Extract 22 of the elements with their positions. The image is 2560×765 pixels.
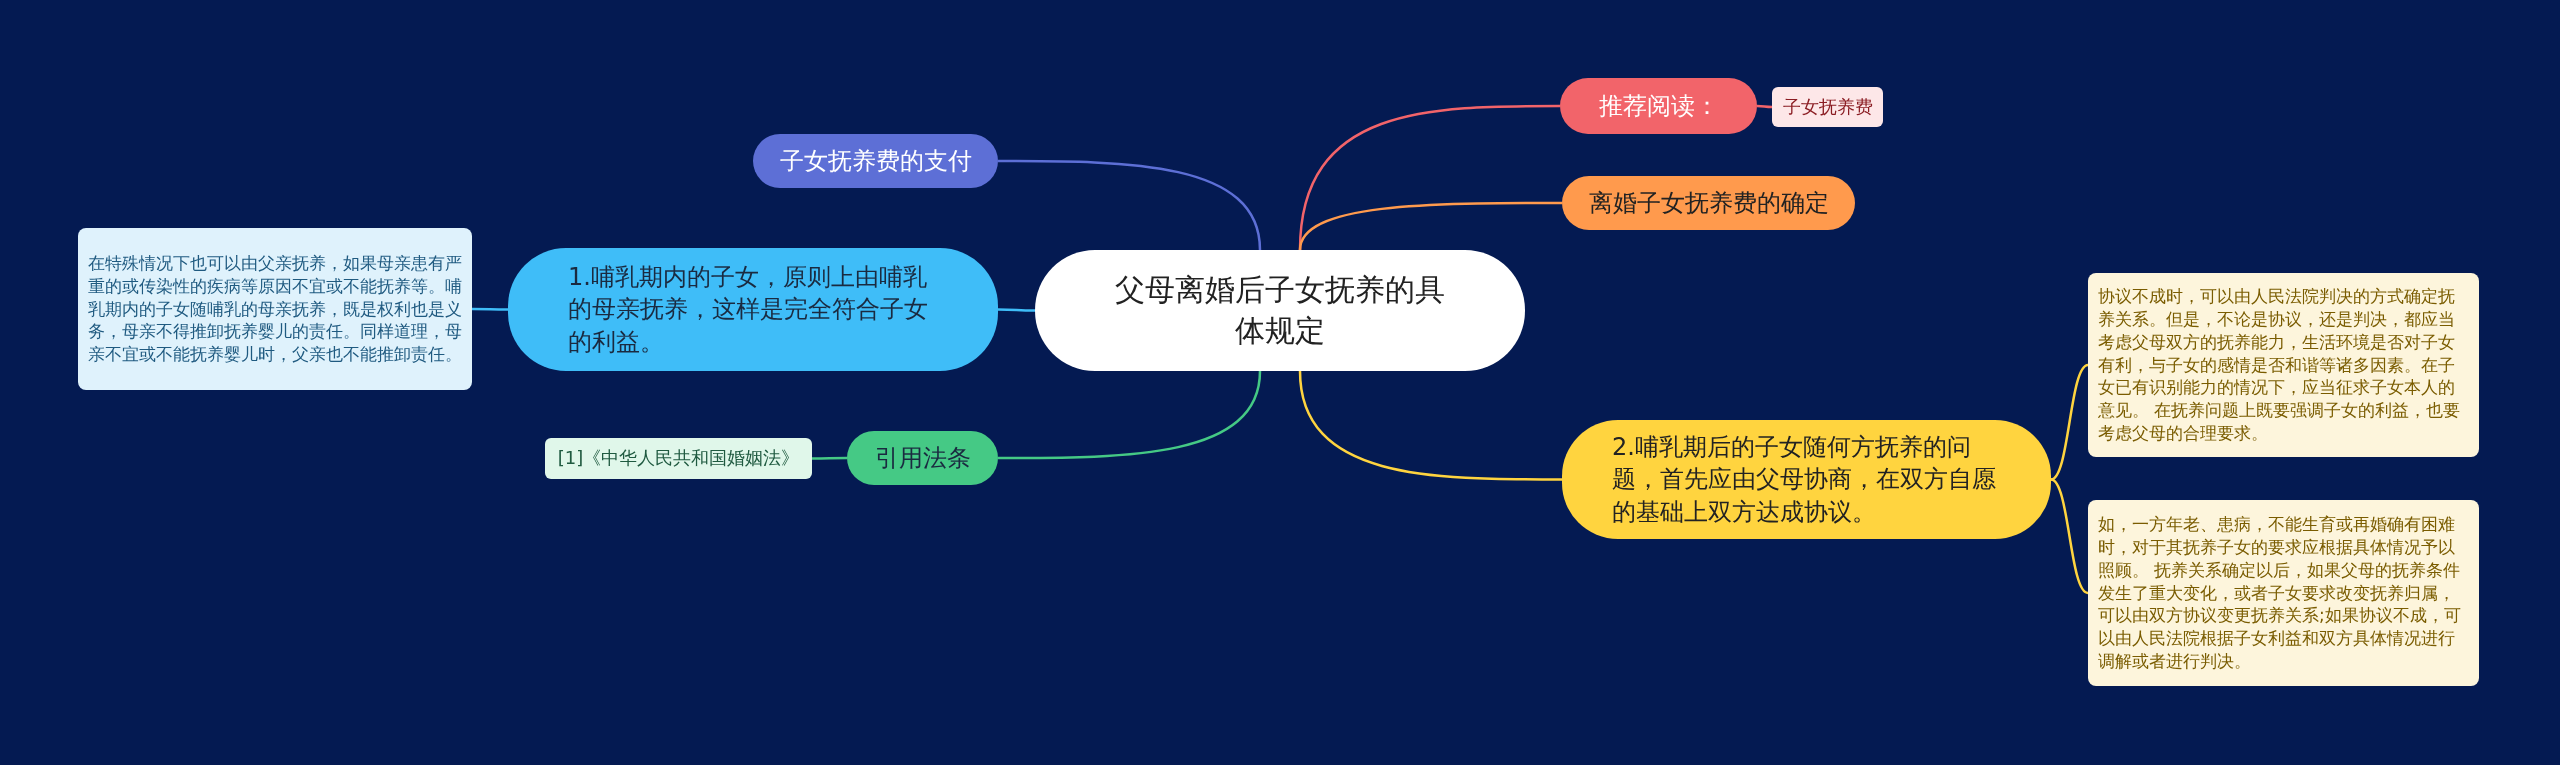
connector-line — [1298, 201, 1562, 251]
connector-line — [2050, 478, 2089, 595]
connector-line — [998, 159, 1262, 251]
connector-line — [1298, 370, 1562, 481]
topic-box: 离婚子女抚养费的确定 — [1562, 176, 1855, 230]
connector-line — [812, 456, 847, 460]
topic-box: 子女抚养费的支付 — [753, 134, 998, 188]
topic-box: 2.哺乳期后的子女随何方抚养的问题，首先应由父母协商，在双方自愿的基础上双方达成协议。 — [1562, 420, 2051, 539]
topic-box: 引用法条 — [847, 431, 998, 485]
note-box: 如，一方年老、患病，不能生育或再婚确有困难时，对于其抚养子女的要求应根据具体情况予以照顾。 抚养关系确定以后，如果父母的抚养条件发生了重大变化，或者子女要求改变抚养归属，可以由双方协议变更抚养关系;如果协议不成，可以由人民法院根据子女利益和双方具体情况进行调解或者进行判决。 — [2088, 500, 2479, 686]
connector-line — [1756, 104, 1773, 109]
note-box: 在特殊情况下也可以由父亲抚养，如果母亲患有严重的或传染性的疾病等原因不宜或不能抚养等。哺乳期内的子女随哺乳的母亲抚养，既是权利也是义务，母亲不得推卸抚养婴儿的责任。同样道理，母亲不宜或不能抚养婴儿时，父亲也不能推卸责任。 — [78, 228, 472, 390]
topic-box: 推荐阅读： — [1560, 78, 1757, 134]
subtopic-box: 子女抚养费 — [1772, 87, 1883, 127]
central-topic: 父母离婚后子女抚养的具体规定 — [1035, 250, 1525, 371]
connector-line — [998, 370, 1262, 460]
topic-box: 1.哺乳期内的子女，原则上由哺乳的母亲抚养，这样是完全符合子女的利益。 — [508, 248, 998, 371]
note-box: 协议不成时，可以由人民法院判决的方式确定抚养关系。但是，不论是协议，还是判决，都应当考虑父母双方的抚养能力，生活环境是否对子女有利，与子女的感情是否和谐等诸多因素。在子女已有识别能力的情况下，应当征求子女本人的意见。 在抚养问题上既要强调子女的利益，也要考虑父母的合理要求。 — [2088, 273, 2479, 457]
reference-box: [1]《中华人民共和国婚姻法》 — [545, 438, 812, 479]
connector-line — [2050, 363, 2089, 481]
connector-line — [998, 308, 1035, 312]
connector-line — [472, 307, 508, 311]
